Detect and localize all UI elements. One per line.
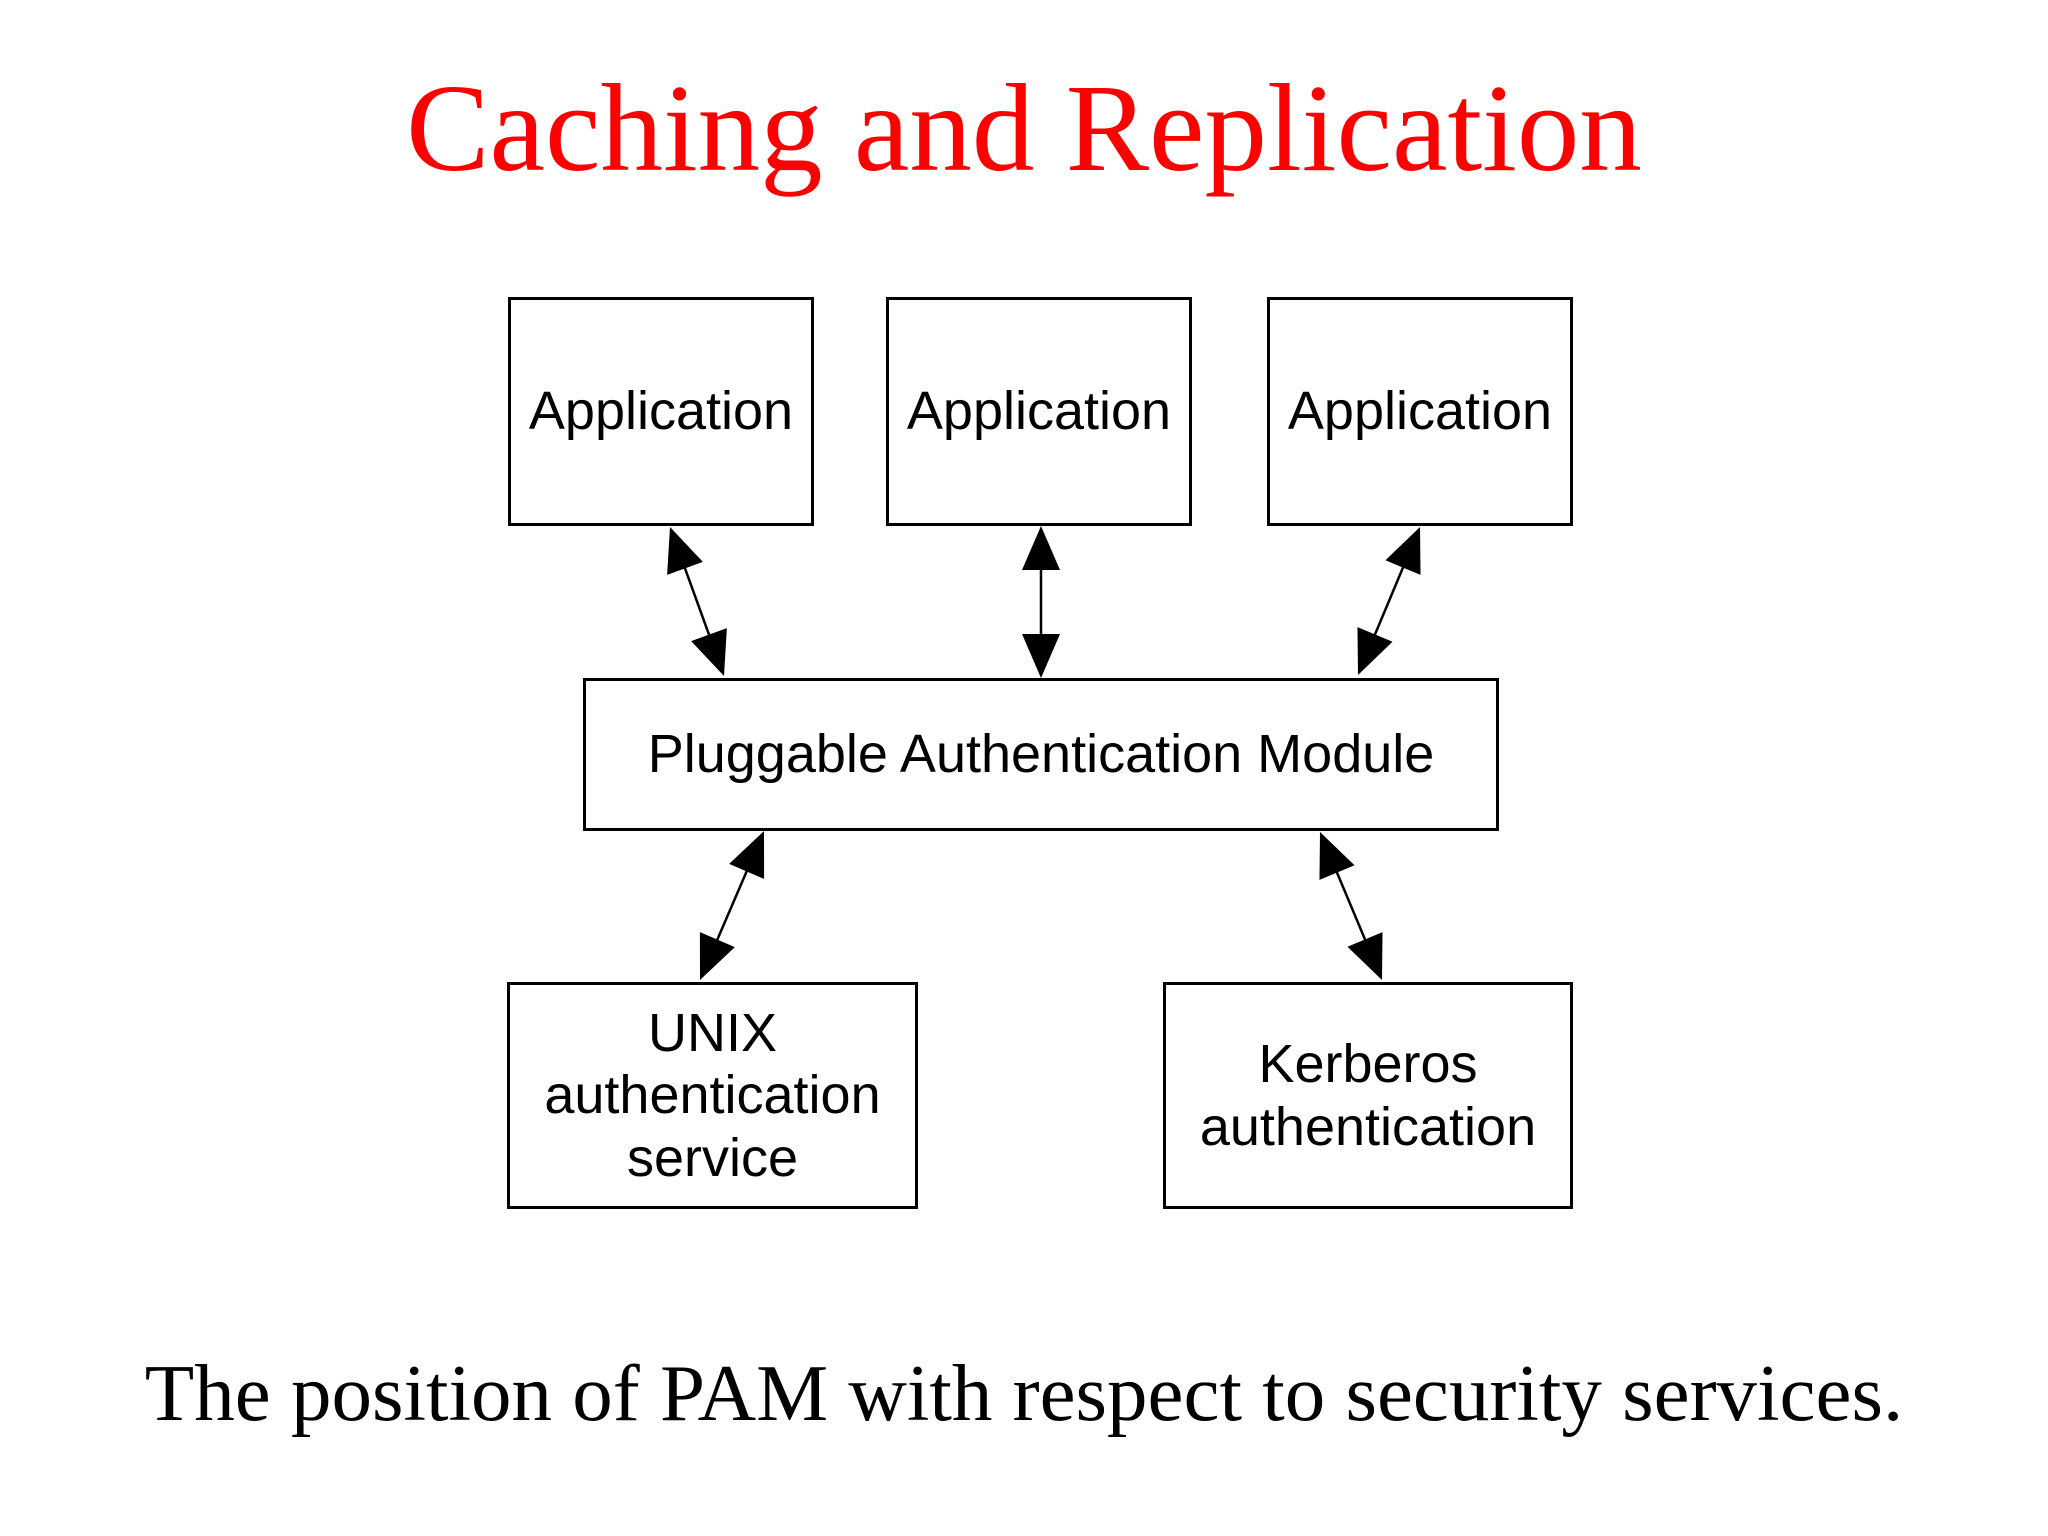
arrowhead-icon [1385, 527, 1421, 575]
arrowhead-icon [667, 527, 703, 575]
node-unix-authentication-service: UNIX authentication service [507, 982, 918, 1209]
arrowhead-icon [1357, 627, 1393, 675]
node-kerberos-authentication: Kerberos authentication [1163, 982, 1573, 1209]
arrowhead-icon [1319, 832, 1355, 880]
arrow-app-3-pam [1357, 527, 1421, 675]
node-pluggable-authentication-module: Pluggable Authentication Module [583, 678, 1499, 831]
arrow-app-1-pam [667, 527, 727, 676]
arrowhead-icon [699, 932, 735, 980]
arrowhead-icon [1022, 526, 1060, 570]
arrowhead-icon [1347, 932, 1383, 980]
arrowhead-icon [691, 628, 727, 676]
node-application-2: Application [886, 297, 1192, 526]
arrowhead-icon [1022, 634, 1060, 678]
node-application-3: Application [1267, 297, 1573, 526]
node-application-1: Application [508, 297, 814, 526]
slide-title: Caching and Replication [406, 60, 1642, 198]
arrow-pam-unix-auth [699, 831, 765, 980]
arrow-app-2-pam [1022, 526, 1060, 678]
arrowhead-icon [729, 831, 765, 879]
arrow-pam-kerberos-auth [1319, 832, 1383, 980]
slide-caption: The position of PAM with respect to secu… [144, 1348, 1904, 1438]
